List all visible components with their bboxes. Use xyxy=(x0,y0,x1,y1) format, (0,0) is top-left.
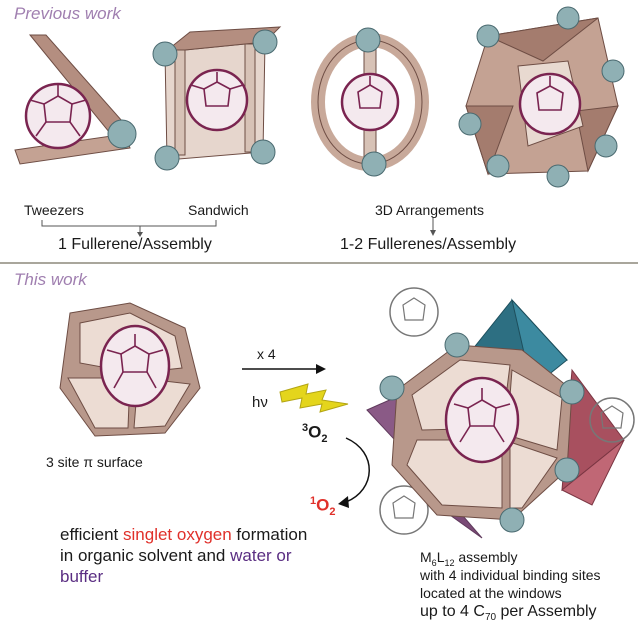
efficiency-text: efficient singlet oxygen formation in or… xyxy=(60,524,307,587)
merge-bracket xyxy=(41,220,217,237)
conversion-arrow xyxy=(338,437,370,508)
windows-text: located at the windows xyxy=(420,585,562,601)
efficiency-line-1: efficient singlet oxygen formation xyxy=(60,525,308,544)
arrangement-polyhedron xyxy=(458,6,625,188)
section-divider xyxy=(0,262,638,264)
one-fullerene-label: 1 Fullerene/Assembly xyxy=(58,236,212,253)
site-surface-label: 3 site π surface xyxy=(46,454,143,470)
sandwich-label: Sandwich xyxy=(188,202,249,218)
fullerene-icon xyxy=(99,324,171,408)
arrangements-arrow xyxy=(430,218,436,236)
efficiency-line-3: buffer xyxy=(60,567,104,586)
triplet-oxygen-label: 3O2 xyxy=(302,422,328,446)
this-work-heading: This work xyxy=(14,270,87,289)
previous-work-heading: Previous work xyxy=(14,4,121,23)
ligand-fullerene xyxy=(59,302,201,437)
one-two-fullerenes-label: 1-2 Fullerenes/Assembly xyxy=(340,236,517,253)
fullerene-icon xyxy=(379,485,429,535)
fullerene-icon xyxy=(185,68,249,132)
m6l12-assembly xyxy=(366,287,635,539)
arrangement-rings xyxy=(311,27,429,177)
tweezers-label: Tweezers xyxy=(24,202,84,218)
arrangements-label: 3D Arrangements xyxy=(375,202,484,218)
fullerene-icon xyxy=(589,397,635,443)
assembly-arrow xyxy=(242,364,326,374)
m6l12-label: M6L12 assembly xyxy=(420,549,518,568)
fullerene-icon xyxy=(389,287,439,337)
hv-label: hν xyxy=(252,394,268,411)
lightning-bolt-icon xyxy=(279,383,349,413)
tweezers-structure xyxy=(14,34,137,165)
fullerene-icon xyxy=(340,72,400,132)
fullerene-icon xyxy=(444,376,520,464)
binding-sites-text: with 4 individual binding sites xyxy=(420,567,601,583)
capacity-text: up to 4 C70 per Assembly xyxy=(420,603,597,624)
fullerene-icon xyxy=(518,72,582,136)
times-four-label: x 4 xyxy=(257,346,276,362)
fullerene-icon xyxy=(24,82,92,150)
sandwich-cube xyxy=(152,26,282,171)
efficiency-line-2: in organic solvent and water or xyxy=(60,546,292,565)
singlet-oxygen-label: 1O2 xyxy=(310,495,336,519)
